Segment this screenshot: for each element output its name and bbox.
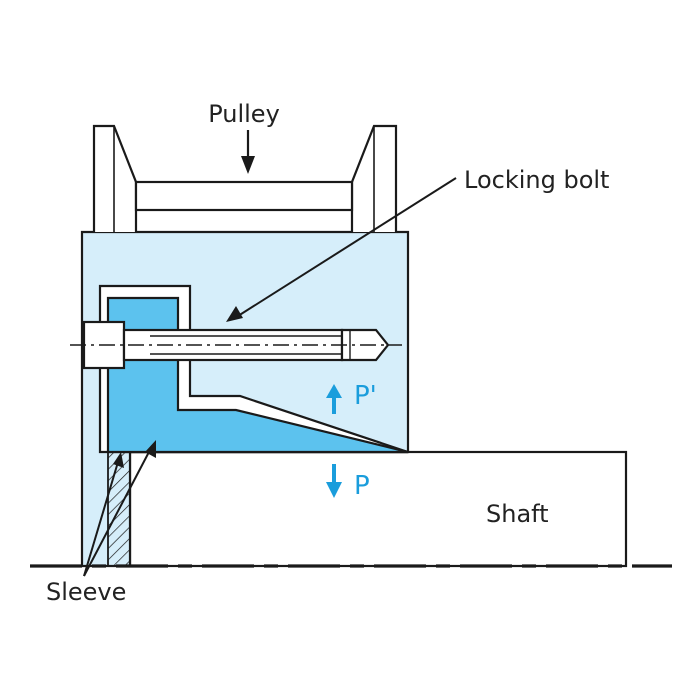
locking-bolt-label: Locking bolt	[464, 166, 609, 194]
pulley-left-flange	[92, 124, 138, 232]
pulley-label: Pulley	[208, 100, 280, 128]
sleeve-leader-2	[83, 461, 119, 577]
pulley-web	[134, 180, 354, 212]
sleeve-label: Sleeve	[46, 578, 126, 606]
sleeve-leader-1	[83, 449, 151, 577]
force-up-label: P'	[354, 381, 377, 411]
shaft-label: Shaft	[486, 500, 549, 528]
locking-bolt-arrow-head	[226, 306, 243, 322]
pulley-arrow-head	[241, 156, 255, 174]
sleeve-leader-2-arrow	[113, 452, 124, 468]
locking-bolt-leader	[237, 177, 457, 317]
arrow-up-icon	[326, 384, 342, 398]
sleeve-leader-1-arrow	[145, 440, 156, 458]
shaft-body	[128, 450, 628, 568]
arrow-down-icon	[326, 482, 342, 498]
force-down-label: P	[354, 471, 370, 501]
